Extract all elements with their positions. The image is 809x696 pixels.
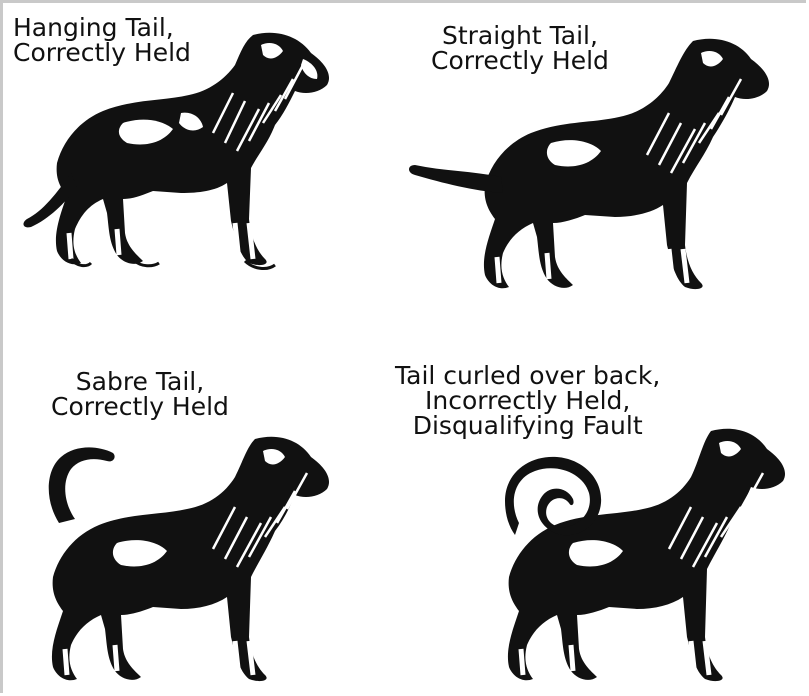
caption-line-3: Disqualifying Fault [412, 411, 643, 440]
caption-hanging-tail: Hanging Tail, Correctly Held [13, 15, 191, 65]
dog-sabre-tail-illustration [48, 436, 330, 682]
caption-line-2: Correctly Held [13, 38, 191, 67]
tail-straight [409, 165, 503, 193]
dog-hanging-tail-illustration [23, 32, 330, 270]
caption-line-1: Tail curled over back, [395, 361, 661, 390]
caption-line-1: Straight Tail, [441, 21, 598, 50]
caption-line-1: Sabre Tail, [75, 367, 205, 396]
dog-body [51, 436, 330, 682]
dog-body [55, 32, 330, 270]
caption-sabre-tail: Sabre Tail, Correctly Held [51, 369, 229, 419]
caption-curled-tail: Tail curled over back, Incorrectly Held,… [395, 363, 660, 438]
tail-hanging [23, 173, 77, 228]
dog-curled-tail-illustration [505, 428, 786, 682]
caption-line-2: Correctly Held [51, 392, 229, 421]
dog-body [507, 428, 786, 682]
caption-line-2: Correctly Held [431, 46, 609, 75]
caption-line-1: Hanging Tail, [13, 13, 174, 42]
dog-straight-tail-illustration [409, 38, 770, 290]
caption-line-2: Incorrectly Held, [424, 386, 631, 415]
tail-curled-over-back [505, 456, 602, 536]
dog-body [483, 38, 770, 290]
tail-sabre [48, 447, 115, 523]
caption-straight-tail: Straight Tail, Correctly Held [431, 23, 609, 73]
